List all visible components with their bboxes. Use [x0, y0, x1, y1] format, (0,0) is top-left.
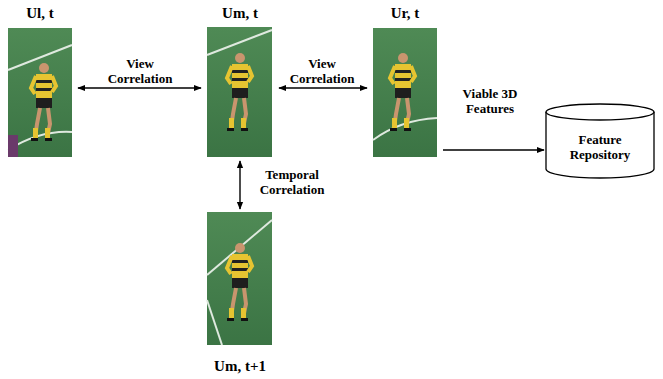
- cylinder-body: [546, 112, 654, 178]
- camera-view: Ur, t: [368, 2, 442, 160]
- camera-frame: [207, 212, 272, 345]
- camera-view: Ul, t: [3, 2, 77, 160]
- camera-view: Um, t: [202, 2, 278, 160]
- edge-label: Temporal Correlation: [250, 167, 334, 197]
- edge-label: View Correlation: [286, 56, 358, 86]
- edge-label: View Correlation: [104, 56, 176, 86]
- correlation-arrow: [279, 87, 367, 88]
- camera-view: Um, t+1: [202, 210, 278, 377]
- correlation-arrow: [443, 149, 544, 150]
- repository-cylinder: Feature Repository: [545, 103, 655, 178]
- view-label: Um, t: [202, 4, 278, 22]
- repository-label: Feature Repository: [553, 132, 647, 162]
- edge-label: Viable 3D Features: [462, 86, 518, 116]
- camera-frame: [373, 28, 437, 157]
- view-label: Ur, t: [368, 4, 442, 22]
- cylinder-top: [546, 104, 654, 120]
- camera-frame: [207, 27, 272, 157]
- view-label: Ul, t: [3, 4, 77, 22]
- correlation-arrow: [78, 87, 201, 88]
- correlation-arrow: [239, 161, 240, 209]
- camera-frame: [8, 28, 72, 157]
- view-label: Um, t+1: [202, 357, 278, 375]
